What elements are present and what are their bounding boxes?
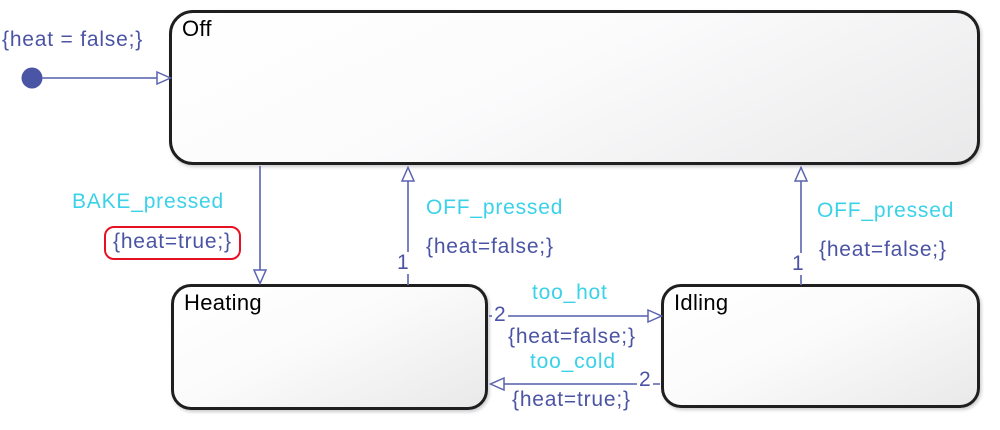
transition-too-cold[interactable] <box>488 376 661 392</box>
bake-event-label[interactable]: BAKE_pressed <box>72 190 225 213</box>
transition-bake[interactable] <box>252 166 268 286</box>
initial-action-label[interactable]: {heat = false;} <box>2 28 144 51</box>
off-from-heating-order-label[interactable]: 1 <box>395 251 412 275</box>
bake-action-highlight-box: {heat=true;} <box>104 226 241 260</box>
too-hot-event-label[interactable]: too_hot <box>532 281 608 304</box>
too-hot-order-label[interactable]: 2 <box>492 303 509 327</box>
too-hot-action-label[interactable]: {heat=false;} <box>508 325 636 348</box>
bake-action-label[interactable]: {heat=true;} <box>113 230 232 253</box>
state-off[interactable]: Off <box>169 10 980 165</box>
off-from-heating-event-label[interactable]: OFF_pressed <box>426 196 564 219</box>
state-idling-label: Idling <box>674 290 729 315</box>
off-from-idling-order-label[interactable]: 1 <box>790 252 807 276</box>
arrowhead-right-icon <box>647 308 664 324</box>
arrowhead-left-icon <box>488 376 505 392</box>
transition-too-hot[interactable] <box>489 308 664 324</box>
off-from-heating-action-label[interactable]: {heat=false;} <box>426 235 554 258</box>
arrowhead-up-icon <box>793 165 809 182</box>
off-from-idling-action-label[interactable]: {heat=false;} <box>819 238 947 261</box>
too-cold-action-label[interactable]: {heat=true;} <box>512 388 631 411</box>
state-idling[interactable]: Idling <box>661 284 980 408</box>
arrowhead-up-icon <box>400 165 416 182</box>
state-off-label: Off <box>182 16 212 41</box>
arrowhead-down-icon <box>252 269 268 286</box>
too-cold-order-label[interactable]: 2 <box>637 368 654 392</box>
off-from-idling-event-label[interactable]: OFF_pressed <box>817 199 955 222</box>
initial-transition[interactable] <box>21 67 173 89</box>
state-heating[interactable]: Heating <box>171 284 488 410</box>
initial-dot[interactable] <box>21 67 43 89</box>
arrowhead-right-icon <box>156 70 173 86</box>
state-heating-label: Heating <box>184 290 262 315</box>
too-cold-event-label[interactable]: too_cold <box>530 350 616 373</box>
